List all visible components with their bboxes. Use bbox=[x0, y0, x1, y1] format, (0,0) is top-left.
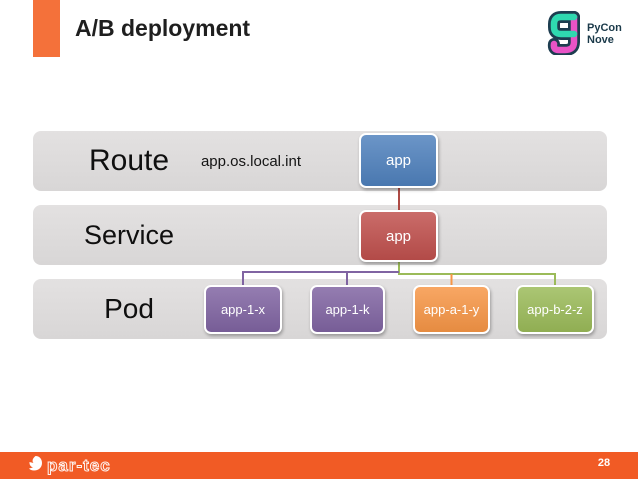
pycon-logo-text: PyCon Nove bbox=[587, 22, 622, 46]
footer-bar bbox=[0, 452, 638, 479]
pod-node-app-a-1-y: app-a-1-y bbox=[413, 285, 490, 334]
pycon-nine-icon bbox=[545, 9, 583, 60]
service-row-label: Service bbox=[83, 219, 175, 250]
service-band bbox=[33, 205, 607, 265]
pycon-logo-line2: Nove bbox=[587, 34, 614, 46]
pycon-nove-logo: PyCon Nove bbox=[545, 10, 630, 58]
slide-title: A/B deployment bbox=[75, 15, 251, 41]
page-number: 28 bbox=[597, 457, 611, 469]
pod-row-label: Pod bbox=[104, 293, 154, 324]
route-band bbox=[33, 131, 607, 191]
partec-logo-text: par-tec bbox=[47, 455, 111, 475]
service-app-node: app bbox=[359, 210, 438, 262]
pycon-logo-line1: PyCon bbox=[587, 22, 622, 34]
route-hostname-text: app.os.local.int bbox=[200, 152, 302, 170]
route-app-node: app bbox=[359, 133, 438, 188]
partec-logo: par-tec bbox=[27, 454, 111, 477]
pod-node-app-1-x: app-1-x bbox=[204, 285, 282, 334]
pod-node-app-1-k: app-1-k bbox=[310, 285, 385, 334]
pod-node-app-b-2-z: app-b-2-z bbox=[516, 285, 594, 334]
partec-bird-icon bbox=[27, 455, 44, 477]
route-row-label: Route bbox=[88, 144, 170, 177]
title-accent-bar bbox=[33, 0, 60, 57]
